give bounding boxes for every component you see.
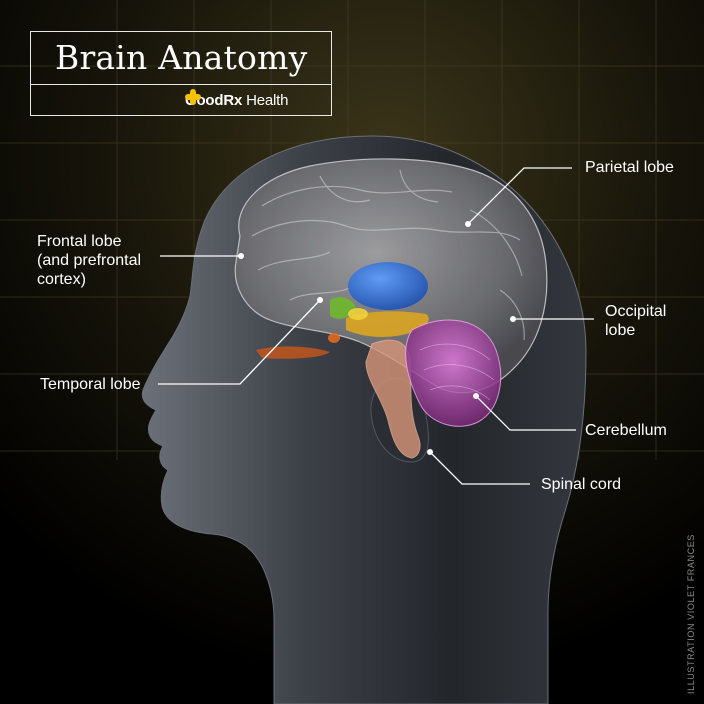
leader-parietal [467,167,572,225]
title-box: Brain Anatomy GoodRx Health [30,31,332,116]
illustration-credit: ILLUSTRATION VIOLET FRANCES [686,534,696,694]
plus-cross-icon [185,89,201,105]
label-frontal-line-2: (and prefrontal [37,252,142,269]
label-cerebellum: Cerebellum [585,422,667,439]
page-title: Brain Anatomy [55,38,308,77]
brain-gyri [251,169,525,341]
hippocampus-orange [256,346,330,359]
small-orange-structure [328,333,340,343]
dot-spinal [427,449,433,455]
label-frontal-line-3: cortex) [37,271,86,288]
label-occipital-line-2: lobe [605,322,636,339]
label-parietal-lobe: Parietal lobe [585,159,674,176]
dot-parietal [465,221,471,227]
dot-occipital [510,316,516,322]
dot-temporal [317,297,323,303]
ventricle-blue [348,262,428,310]
cerebellum-folia [419,343,495,401]
dot-frontal [238,253,244,259]
label-occipital-lobe: Occipital lobe [605,302,666,340]
label-frontal-lobe: Frontal lobe (and prefrontal cortex) [37,232,141,289]
basal-ganglia-yellow [346,311,429,337]
dot-cerebellum [473,393,479,399]
leader-lines [158,167,594,485]
brand-logo: GoodRx Health [185,89,288,111]
leader-cerebellum [475,395,576,431]
label-frontal-line-1: Frontal lobe [37,233,122,250]
title-divider [31,84,331,85]
label-spinal-cord: Spinal cord [541,476,622,493]
leader-temporal [158,299,321,385]
leader-spinal [429,451,530,485]
label-occipital-line-1: Occipital [605,303,667,320]
label-temporal-lobe: Temporal lobe [40,376,141,393]
nucleus-yellow-small [348,308,368,320]
brand-name-light: Health [242,91,289,109]
pointer-dots [238,221,516,455]
